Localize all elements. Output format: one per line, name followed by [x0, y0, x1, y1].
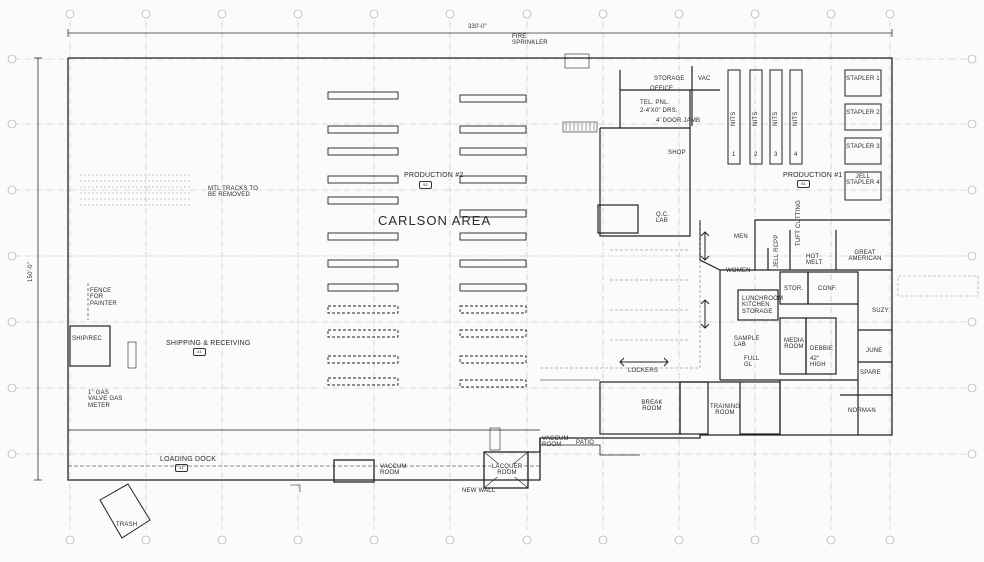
lunchroom-label: LUNCHROOM KITCHEN STORAGE [742, 296, 784, 315]
stairs [565, 123, 595, 131]
gas-meter-label: 1" GAS VALVE GAS METER [88, 390, 123, 409]
fence-label: FENCE FOR PAINTER [90, 288, 117, 307]
height-dimension: 150'-0" [28, 261, 34, 282]
new-wall-label: NEW WALL [462, 488, 496, 494]
jell-roll-label: JELL RCPP [774, 234, 780, 268]
vaccum-room-2-label: VACCUM ROOM [542, 436, 569, 449]
great-american-label: GREAT AMERICAN [848, 250, 882, 263]
training-room-label: TRAINING ROOM [710, 404, 741, 417]
women-label: WOMEN [726, 268, 751, 274]
ship-rec-label: SHIP/REC [72, 336, 102, 342]
nits-2-num: 2 [754, 152, 758, 158]
production1-label: PRODUCTION #1 [783, 172, 843, 179]
nits-3-label: NITS [773, 111, 779, 126]
grid-lines [14, 10, 970, 530]
vaccum-room-1-label: VACCUM ROOM [380, 464, 407, 477]
production2-label: PRODUCTION #2 [404, 172, 464, 179]
men-label: MEN [734, 234, 748, 240]
workstations-b [459, 94, 527, 388]
shipping-tag: 41 [193, 348, 206, 356]
trash-label: TRASH [116, 522, 138, 528]
carlson-area-label: CARLSON AREA [378, 213, 492, 228]
sample-lab-label: SAMPLE LAB [734, 336, 760, 349]
trash-dumpster [99, 483, 151, 539]
shop-label: SHOP [668, 150, 686, 156]
tel-pnl-label: TEL. PNL. [640, 100, 670, 106]
door-jamb-label: 4' DOOR JAMB [656, 118, 701, 124]
lockers-label: LOCKERS [628, 368, 659, 374]
nits-benches [727, 69, 803, 165]
width-dimension: 330'-0" [468, 24, 487, 30]
stapler-boxes [844, 69, 882, 201]
loading-dock-label: LOADING DOCK [160, 456, 217, 463]
stapler-1-label: STAPLER 1 [846, 76, 880, 82]
qc-lab-label: Q.C. LAB [656, 212, 670, 225]
nits-4-label: NITS [793, 111, 799, 126]
shipping-receiving-label: SHIPPING & RECEIVING [166, 340, 251, 347]
office-label: OFFICE [650, 86, 674, 92]
workstations-a [327, 91, 399, 386]
door-note-label: 2-4'x0" DRS. [640, 108, 678, 114]
building-walls [67, 57, 893, 481]
break-rooms [540, 379, 709, 435]
stapler-4-label: JELL STAPLER 4 [846, 174, 880, 187]
office-block [680, 219, 892, 435]
tuft-cutting-label: TUFT CUTTING [796, 200, 802, 246]
mtl-tracks-label: MTL TRACKS TO BE REMOVED [208, 186, 259, 199]
dock-doors [897, 275, 979, 297]
lacquer-room-label: LACQUER ROOM [492, 464, 523, 477]
media-room-label: MEDIA ROOM [784, 338, 805, 351]
corridor [540, 220, 701, 369]
fire-sprinkler-label: FIRE SPRINKLER [512, 34, 548, 47]
production2-tag: 52 [419, 181, 432, 189]
nits-4-num: 4 [794, 152, 798, 158]
debbie-label: DEBBIE [810, 346, 834, 352]
nits-1-label: NITS [731, 111, 737, 126]
stapler-3-label: STAPLER 3 [846, 144, 880, 150]
loading-tag: 41 [175, 464, 188, 472]
suzy-label: SUZY [872, 308, 889, 314]
production1-tag: 51 [797, 180, 810, 188]
dimension-lines [34, 29, 893, 481]
nits-1-num: 1 [732, 152, 736, 158]
high-label: 42" HIGH [810, 356, 826, 369]
break-room-label: BREAK ROOM [641, 400, 663, 413]
norman-label: NORMAN [848, 408, 876, 414]
ship-rec-office [69, 283, 137, 369]
grid-bubbles [7, 9, 977, 545]
june-label: JUNE [866, 348, 883, 354]
storage-label: STORAGE [654, 76, 685, 82]
stapler-2-label: STAPLER 2 [846, 110, 880, 116]
stor-label: STOR. [784, 286, 804, 292]
shop-area [562, 53, 720, 237]
lockers-arrow [619, 231, 710, 367]
spare-label: SPARE [860, 370, 881, 376]
vac-label: VAC [698, 76, 711, 82]
hot-melt-label: HOT MELT [806, 254, 823, 267]
patio-label: PATIO [576, 440, 595, 446]
full-gl-label: FULL GL [744, 356, 760, 369]
nits-3-num: 3 [774, 152, 778, 158]
conf-label: CONF. [818, 286, 837, 292]
nits-2-label: NITS [753, 111, 759, 126]
